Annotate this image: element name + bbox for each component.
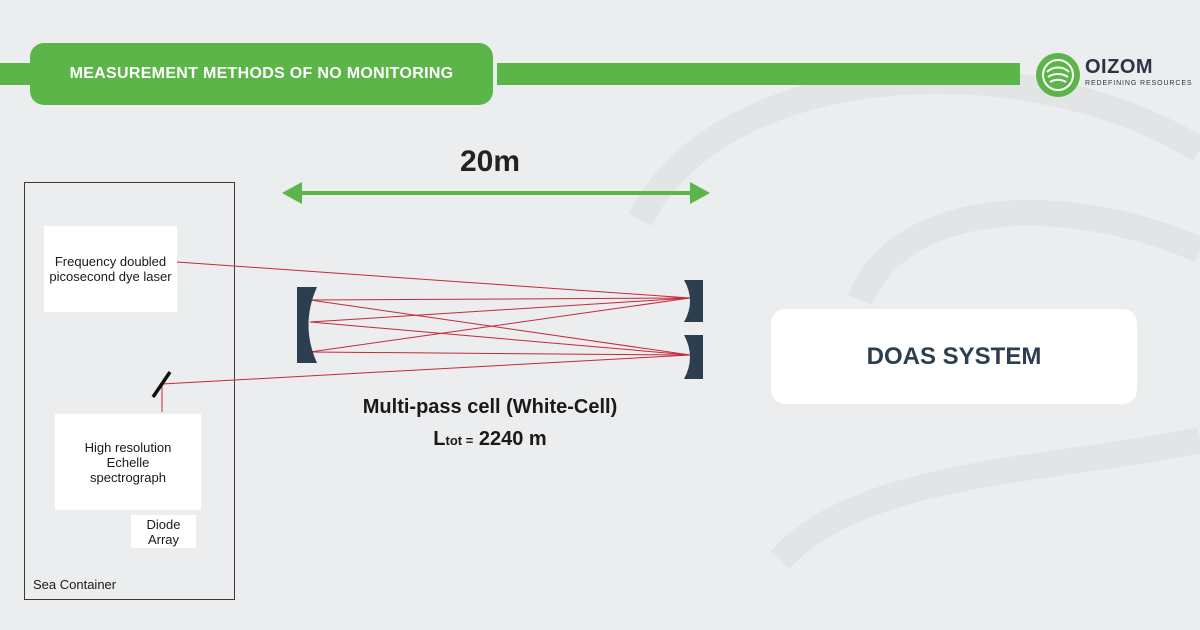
total-path-length: Ltot = 2240 m — [300, 428, 680, 451]
diode-array-label: Diode Array — [146, 516, 181, 547]
laser-label: Frequency doubled picosecond dye laser — [49, 254, 172, 284]
ltot-symbol: L — [433, 428, 446, 450]
diode-array-box: Diode Array — [131, 515, 196, 548]
laser-box: Frequency doubled picosecond dye laser — [44, 226, 177, 312]
white-cell-right-mirror-top — [684, 280, 703, 322]
distance-arrow — [282, 182, 710, 204]
doas-system-label: DOAS SYSTEM — [866, 342, 1042, 370]
spectrograph-box: High resolution Echelle spectrograph — [55, 414, 201, 510]
doas-system-box: DOAS SYSTEM — [771, 309, 1137, 404]
ltot-value: 2240 m — [478, 428, 547, 450]
header-bar-right — [497, 63, 1020, 85]
oizom-logo: OIZOM REDEFINING RESOURCES — [1035, 52, 1195, 98]
header-bar-left — [0, 63, 30, 85]
oizom-swirl-logo-icon — [1036, 53, 1080, 97]
laser-beam-paths — [161, 261, 691, 412]
white-cell-right-mirror-bottom — [684, 335, 703, 379]
logo-tagline: REDEFINING RESOURCES — [1085, 80, 1193, 87]
page-title: MEASUREMENT METHODS OF NO MONITORING — [30, 43, 493, 105]
fold-mirror — [151, 371, 172, 398]
sea-container-label: Sea Container — [33, 577, 117, 592]
logo-name: OIZOM — [1085, 56, 1154, 78]
ltot-subscript: tot = — [445, 433, 474, 448]
multi-pass-cell-label: Multi-pass cell (White-Cell) — [362, 396, 618, 418]
white-cell-left-mirror — [297, 287, 317, 363]
spectrograph-label: High resolution Echelle spectrograph — [84, 439, 172, 485]
distance-label: 20m — [459, 145, 521, 178]
